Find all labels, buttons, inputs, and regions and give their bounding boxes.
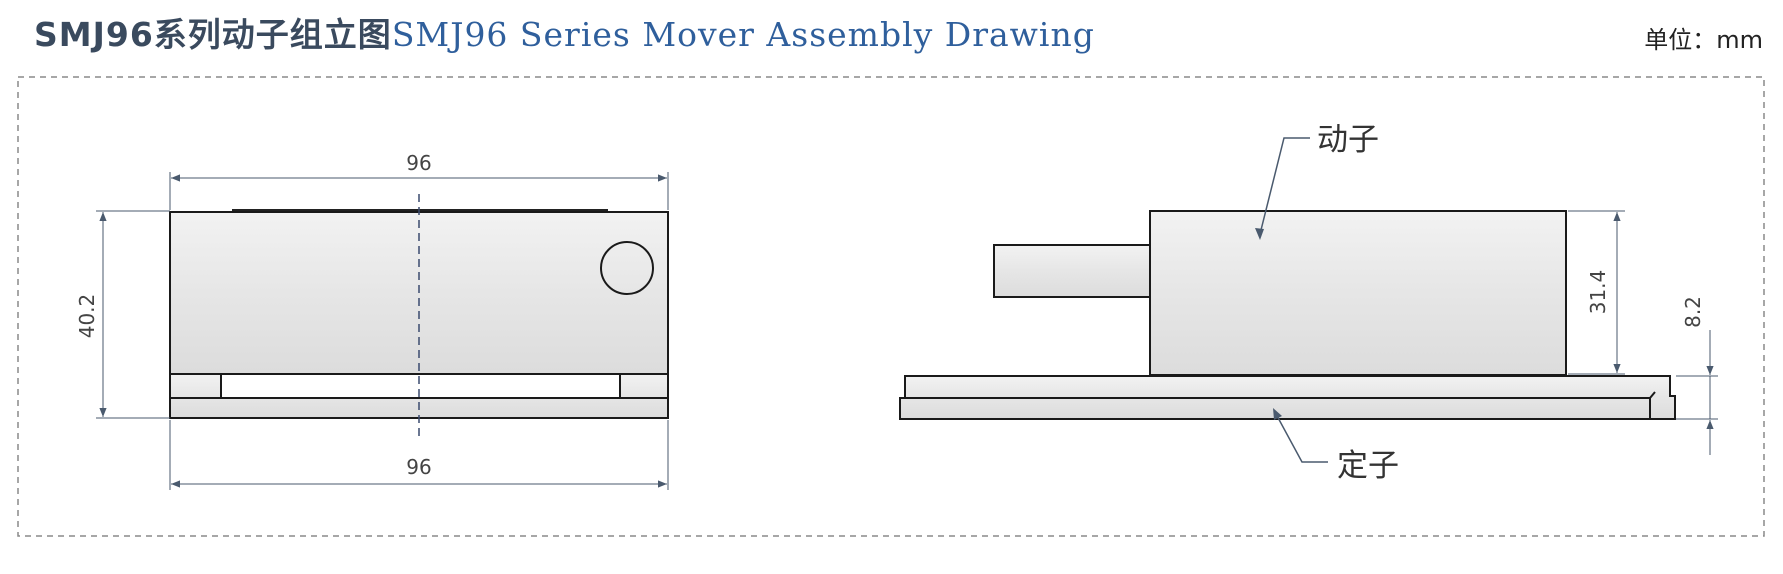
front-stator-base xyxy=(169,373,669,419)
connector-circle xyxy=(600,241,654,295)
dim-stator-value: 8.2 xyxy=(1681,296,1705,328)
dim-bottom-value: 96 xyxy=(406,455,431,479)
side-cable xyxy=(993,244,1151,298)
side-mover-body xyxy=(1149,210,1567,376)
dim-height-value: 40.2 xyxy=(75,294,99,339)
mover-leader-line xyxy=(1259,137,1310,235)
dim-mover-value: 31.4 xyxy=(1586,270,1610,315)
drawing-frame xyxy=(17,76,1765,537)
stator-label: 定子 xyxy=(1337,448,1399,484)
title-english: SMJ96 Series Mover Assembly Drawing xyxy=(391,15,1095,54)
mover-leader-arrow xyxy=(1255,228,1264,240)
front-view: 96 96 40.2 xyxy=(75,151,669,490)
side-view: 动子 定子 31.4 8.2 xyxy=(899,122,1718,484)
unit-label: 单位：mm xyxy=(1644,26,1763,54)
drawing-title: SMJ96系列动子组立图SMJ96 Series Mover Assembly … xyxy=(34,8,1095,56)
mover-label: 动子 xyxy=(1317,122,1379,158)
dim-top-value: 96 xyxy=(406,151,431,175)
side-stator-rail xyxy=(899,375,1676,420)
stator-leader-line xyxy=(1275,413,1328,463)
stator-leader-arrow xyxy=(1273,408,1282,420)
title-chinese: SMJ96系列动子组立图 xyxy=(34,15,392,54)
